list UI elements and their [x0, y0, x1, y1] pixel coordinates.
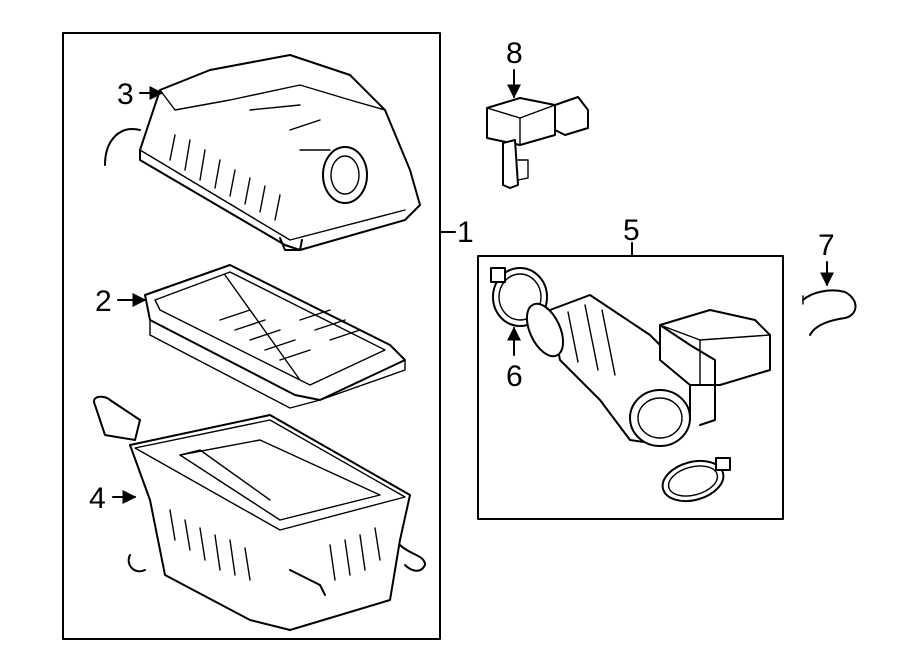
part-intake-hose	[525, 294, 771, 447]
assembly-box-1	[62, 32, 441, 640]
callout-label-4: 4	[89, 482, 106, 515]
callout-label-7: 7	[818, 229, 835, 262]
callout-label-6: 6	[506, 360, 523, 393]
callout-label-8: 8	[506, 37, 523, 70]
callout-label-2: 2	[95, 285, 112, 318]
assembly-box-5	[477, 255, 784, 520]
callout-label-3: 3	[117, 78, 134, 111]
part-hose-clamp-lower	[661, 457, 731, 503]
callout-label-5: 5	[623, 214, 640, 247]
part-air-cleaner-case	[93, 395, 426, 631]
part-air-filter-element	[144, 264, 406, 409]
part-hose-clamp	[490, 267, 548, 327]
callout-label-1: 1	[457, 216, 474, 249]
part-vacuum-hose	[802, 289, 857, 336]
part-sensor	[486, 96, 589, 189]
part-air-cleaner-cover	[104, 54, 421, 251]
